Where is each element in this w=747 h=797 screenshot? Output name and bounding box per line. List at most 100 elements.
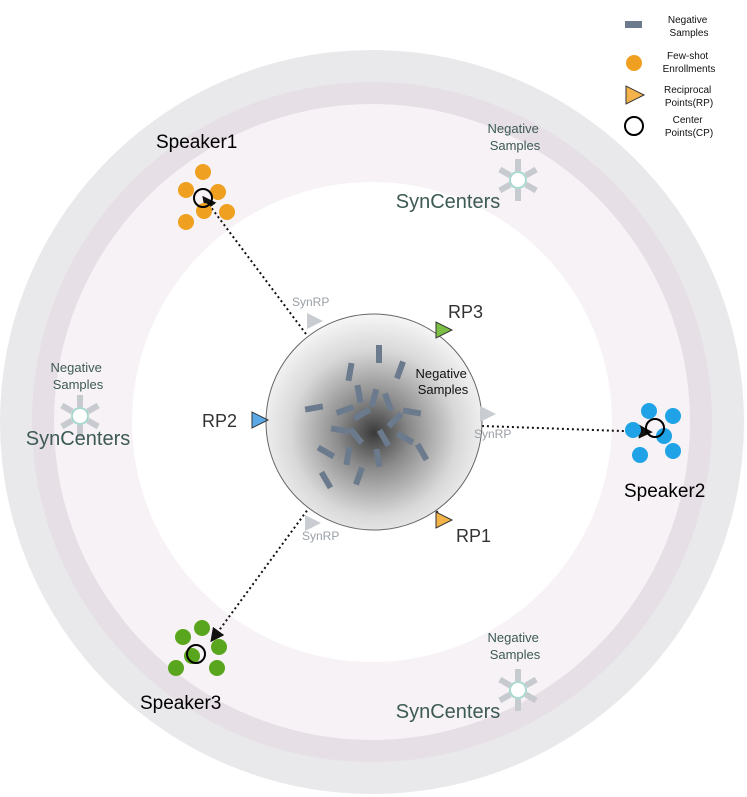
syncenter-top: Negative Samples SynCenters — [396, 121, 543, 213]
negative-sample — [414, 442, 430, 462]
negative-sample — [77, 395, 83, 407]
syncenter-bottom-glyph — [498, 669, 538, 711]
negative-sample — [60, 417, 74, 430]
legend-few-shot-label: Few-shot Enrollments — [663, 51, 716, 75]
negative-core-circle — [265, 313, 483, 531]
central-negative-samples — [304, 345, 430, 490]
speaker2-center-point — [645, 418, 665, 438]
negative-sample — [86, 417, 100, 430]
enrollment-point — [168, 660, 184, 676]
central-negative-line2: Samples — [418, 382, 469, 397]
syncenter-bottom-negative-line1: Negative — [488, 630, 539, 645]
syncenter-left-negative-line2: Samples — [53, 377, 104, 392]
legend-few-shot-icon — [626, 55, 642, 71]
negative-sample — [330, 425, 350, 435]
enrollment-point — [665, 443, 681, 459]
syncenter-point — [71, 407, 89, 425]
negative-sample — [524, 166, 538, 179]
speaker1-cluster — [178, 164, 235, 230]
negative-sample — [304, 403, 324, 413]
syncenter-top-glyph — [498, 159, 538, 201]
enrollment-point — [625, 422, 641, 438]
negative-sample — [335, 404, 355, 416]
negative-sample — [343, 446, 353, 466]
negative-sample — [498, 691, 512, 704]
syncenter-top-negative-line1: Negative — [488, 121, 539, 136]
legend-cp-line2: Points(CP) — [665, 128, 713, 139]
negative-sample — [524, 181, 538, 194]
speaker3-label: Speaker3 — [140, 693, 221, 714]
synrp-triangle-right — [480, 406, 496, 422]
negative-sample — [373, 448, 383, 468]
syncenter-bottom: Negative Samples SynCenters — [396, 630, 543, 723]
syncenter-left: Negative Samples SynCenters — [26, 360, 131, 450]
legend-few-shot-line1: Few-shot — [667, 51, 708, 62]
negative-sample — [352, 406, 372, 422]
negative-sample — [316, 444, 336, 460]
legend-negative-label: Negative Samples — [668, 15, 710, 39]
negative-sample — [86, 402, 100, 415]
speaker3-cluster — [168, 620, 227, 676]
legend-cp-line1: Center — [673, 115, 704, 126]
negative-sample — [368, 388, 380, 408]
rp3-triangle — [435, 321, 454, 339]
syncenter-top-negative-label: Negative Samples — [488, 121, 543, 153]
negative-sample — [498, 166, 512, 179]
speaker1-center-point — [193, 188, 213, 208]
rp2-triangle — [251, 411, 270, 429]
legend-few-shot-line2: Enrollments — [663, 64, 716, 75]
negative-sample — [395, 430, 415, 446]
negative-sample — [386, 411, 404, 429]
negative-sample — [376, 345, 382, 363]
synrp-label-top: SynRP — [292, 295, 329, 309]
legend-negative-icon — [625, 21, 642, 28]
enrollment-point — [194, 620, 210, 636]
speaker3-center-point — [186, 644, 206, 664]
syncenter-left-label: SynCenters — [26, 428, 131, 450]
legend-rp-line1: Reciprocal — [664, 85, 711, 96]
syncenter-point — [509, 171, 527, 189]
negative-sample — [376, 428, 392, 448]
legend-rp-label: Reciprocal Points(RP) — [664, 85, 714, 109]
central-negative-samples-label: Negative Samples — [416, 366, 471, 397]
syncenter-bottom-label: SynCenters — [396, 701, 501, 723]
syncenter-left-negative-label: Negative Samples — [51, 360, 106, 392]
rp1-triangle — [435, 511, 454, 529]
syncenter-bottom-negative-label: Negative Samples — [488, 630, 543, 662]
synrp-label-right: SynRP — [474, 427, 511, 441]
enrollment-point — [219, 204, 235, 220]
reciprocal-points: RP3 RP2 RP1 — [202, 302, 491, 546]
negative-sample — [354, 384, 364, 404]
legend-negative-line1: Negative — [668, 15, 708, 26]
enrollment-point — [178, 214, 194, 230]
enrollment-point — [656, 428, 672, 444]
negative-sample — [347, 427, 365, 445]
enrollment-point — [209, 660, 225, 676]
syncenter-top-negative-line2: Samples — [490, 138, 541, 153]
syncenter-left-glyph — [60, 395, 100, 437]
enrollment-point — [211, 639, 227, 655]
negative-sample — [402, 407, 422, 417]
negative-sample — [524, 691, 538, 704]
rp2-label: RP2 — [202, 411, 237, 431]
rp3-label: RP3 — [448, 302, 483, 322]
syncenter-left-negative-line1: Negative — [51, 360, 102, 375]
legend: Negative Samples Few-shot Enrollments Re… — [624, 15, 716, 139]
syncenter-top-label: SynCenters — [396, 191, 501, 213]
negative-sample — [515, 699, 521, 711]
central-negative-line1: Negative — [416, 366, 467, 381]
negative-sample — [382, 392, 394, 412]
negative-sample — [498, 181, 512, 194]
legend-rp-line2: Points(RP) — [665, 98, 713, 109]
enrollment-point — [195, 164, 211, 180]
speaker1-label: Speaker1 — [156, 132, 237, 153]
synrp-label-bottom: SynRP — [302, 529, 339, 543]
negative-sample — [524, 676, 538, 689]
negative-sample — [353, 466, 365, 486]
negative-sample — [498, 676, 512, 689]
legend-cp-label: Center Points(CP) — [665, 115, 713, 139]
enrollment-point — [178, 182, 194, 198]
synrp-triangle-top — [307, 313, 323, 329]
rp1-label: RP1 — [456, 526, 491, 546]
